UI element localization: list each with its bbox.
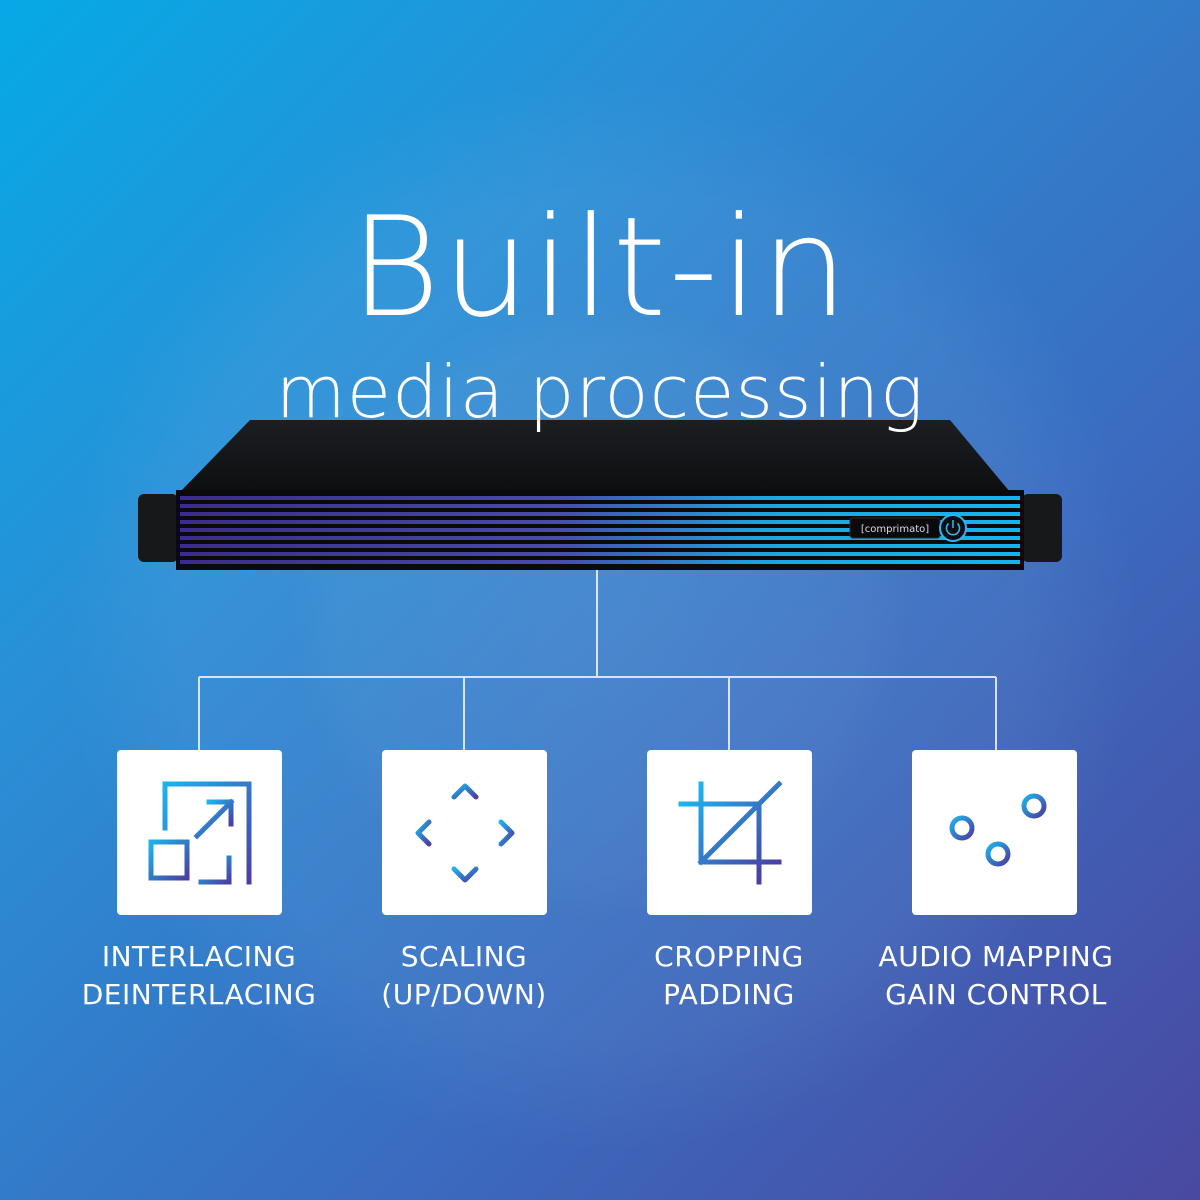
feature-cropping-card: [647, 750, 812, 915]
panel-stripe: [180, 512, 1020, 516]
move-arrows-icon: [415, 783, 514, 882]
panel-stripe: [180, 544, 1020, 548]
feature-scaling-card: [382, 750, 547, 915]
panel-stripe: [180, 552, 1020, 556]
feature-interlacing-label: INTERLACING DEINTERLACING: [81, 940, 317, 1011]
sliders-icon: [949, 781, 1046, 884]
feature-audio-card: [912, 750, 1077, 915]
feature-scaling-label: SCALING (UP/DOWN): [381, 940, 547, 1011]
feature-audio-label: AUDIO MAPPING GAIN CONTROL: [878, 940, 1114, 1011]
crop-icon: [678, 779, 783, 884]
server-appliance: [comprimato]: [138, 420, 1062, 570]
feature-interlacing-card: [117, 750, 282, 915]
brand-label: [comprimato]: [861, 524, 929, 535]
panel-stripe: [180, 536, 1020, 540]
panel-stripe: [180, 496, 1020, 500]
page-subtitle: media processing: [275, 350, 925, 434]
expand-icon: [148, 781, 251, 884]
page-title: Built-in: [349, 187, 851, 348]
front-panel-stripes: [180, 496, 1020, 564]
feature-cropping-label: CROPPING PADDING: [654, 940, 804, 1011]
panel-stripe: [180, 520, 1020, 524]
panel-stripe: [180, 504, 1020, 508]
panel-stripe: [180, 528, 1020, 532]
power-icon[interactable]: [939, 514, 967, 542]
panel-stripe: [180, 560, 1020, 564]
